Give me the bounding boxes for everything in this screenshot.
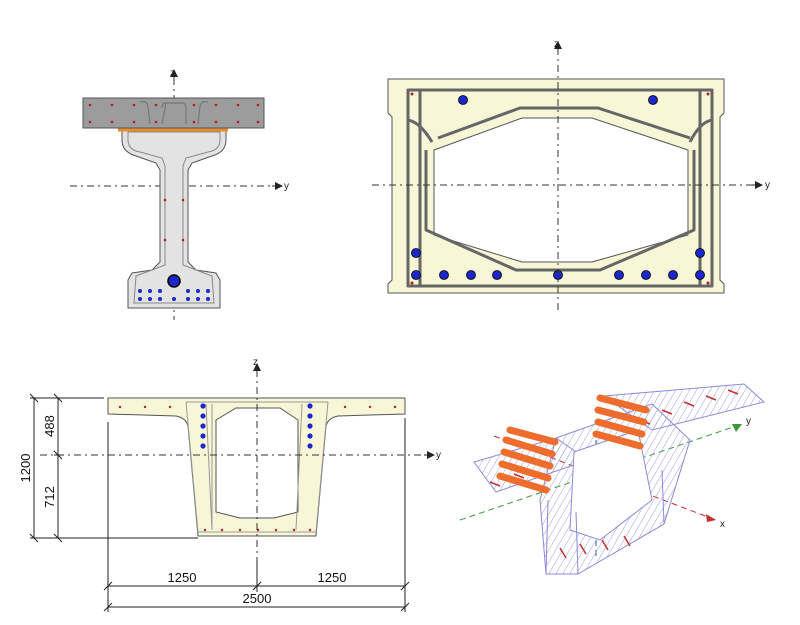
z-axis-label: z bbox=[170, 68, 175, 79]
bottom-flange-tendons bbox=[138, 274, 210, 301]
z-axis-label: z bbox=[253, 357, 258, 368]
slab-rebars bbox=[88, 103, 260, 242]
tendons-3d-left bbox=[496, 426, 559, 494]
box-girder-section: z y 1200 488 712 1250 1250 250 bbox=[18, 357, 441, 612]
box-section: z y bbox=[372, 39, 770, 312]
dim-right-half-width: 1250 bbox=[318, 570, 347, 585]
box-inner-void bbox=[433, 117, 689, 263]
tendons-3d-right bbox=[592, 394, 650, 450]
vertical-dimensions: 1200 488 712 bbox=[18, 393, 198, 543]
box-girder-void bbox=[215, 407, 299, 519]
x-axis-label: x bbox=[720, 519, 725, 530]
dim-total-width: 2500 bbox=[243, 591, 272, 606]
box-axes: z y bbox=[372, 39, 770, 312]
y-axis-label: y bbox=[746, 416, 751, 427]
dim-upper-height: 488 bbox=[42, 415, 57, 437]
y-axis-label: y bbox=[436, 450, 441, 461]
y-axis-label: y bbox=[284, 181, 289, 192]
dim-left-half-width: 1250 bbox=[168, 570, 197, 585]
box-girder-3d-view: x y bbox=[459, 383, 766, 575]
box-girder-axes: z y bbox=[40, 357, 441, 560]
i-girder-section: z y bbox=[70, 68, 289, 320]
box-girder-tendons bbox=[200, 403, 313, 449]
dim-lower-height: 712 bbox=[42, 486, 57, 508]
girder-web bbox=[121, 127, 227, 309]
z-axis-label: z bbox=[554, 39, 559, 50]
dim-total-height: 1200 bbox=[18, 454, 33, 483]
horizontal-dimensions: 1250 1250 2500 bbox=[103, 418, 410, 612]
y-axis-label: y bbox=[765, 180, 770, 191]
